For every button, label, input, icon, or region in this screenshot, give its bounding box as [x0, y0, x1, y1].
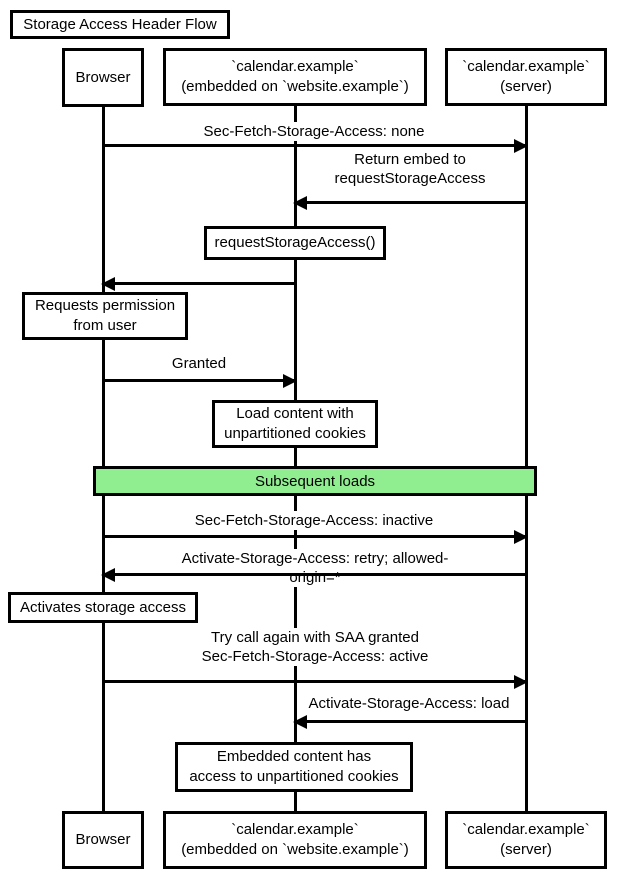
note-embedded-access: Embedded content has access to unpartiti… — [175, 742, 413, 792]
participant-embedded-top: `calendar.example` (embedded on `website… — [163, 48, 427, 106]
section-subsequent-loads: Subsequent loads — [93, 466, 537, 496]
message-label-granted: Granted — [168, 354, 230, 373]
participant-browser-top: Browser — [62, 48, 144, 107]
message-label-fetch-none: Sec-Fetch-Storage-Access: none — [200, 122, 428, 141]
participant-server-bottom: `calendar.example` (server) — [445, 811, 607, 869]
note-requests-permission: Requests permission from user — [22, 292, 188, 340]
arrow-activate-retry — [103, 573, 526, 576]
message-label-activate-retry: Activate-Storage-Access: retry; allowed-… — [154, 549, 476, 587]
participant-browser-bottom: Browser — [62, 811, 144, 869]
arrow-activate-load — [295, 720, 526, 723]
arrow-try-again — [103, 680, 526, 683]
lifeline-embedded — [294, 106, 297, 811]
arrow-granted — [103, 379, 295, 382]
participant-embedded-bottom: `calendar.example` (embedded on `website… — [163, 811, 427, 869]
arrow-request-storage-access — [103, 282, 295, 285]
arrow-fetch-inactive — [103, 535, 526, 538]
arrow-fetch-none — [103, 144, 526, 147]
note-request-storage-access: requestStorageAccess() — [204, 226, 386, 260]
message-label-activate-load: Activate-Storage-Access: load — [305, 694, 513, 713]
arrow-return-embed — [295, 201, 526, 204]
message-label-try-again: Try call again with SAA granted Sec-Fetc… — [198, 628, 432, 666]
diagram-title: Storage Access Header Flow — [10, 10, 230, 39]
lifeline-server — [525, 106, 528, 811]
message-label-fetch-inactive: Sec-Fetch-Storage-Access: inactive — [191, 511, 437, 530]
lifeline-browser — [102, 106, 105, 811]
note-activates-storage: Activates storage access — [8, 592, 198, 623]
participant-server-top: `calendar.example` (server) — [445, 48, 607, 106]
note-load-content: Load content with unpartitioned cookies — [212, 400, 378, 448]
message-label-return-embed: Return embed to requestStorageAccess — [331, 150, 489, 188]
